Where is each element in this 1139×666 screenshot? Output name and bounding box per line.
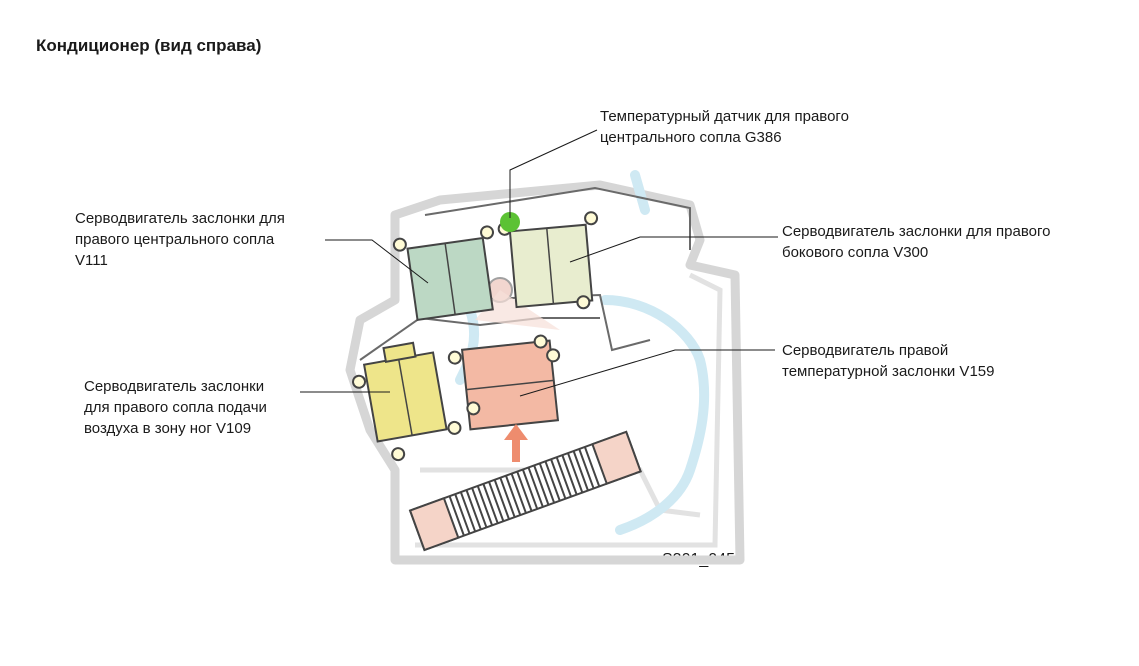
heat-exchanger <box>408 430 642 552</box>
servo-v300 <box>497 211 599 310</box>
servo-v159 <box>447 334 561 431</box>
label-servo-v111: Серводвигатель заслонки для правого цент… <box>75 210 285 269</box>
servo-v111 <box>392 225 495 322</box>
leader-v111 <box>325 239 429 284</box>
label-servo-v109: Серводвигатель заслонки для правого сопл… <box>84 378 267 437</box>
label-servo-v159: Серводвигатель правой температурной засл… <box>782 342 995 380</box>
servo-v109 <box>352 341 481 462</box>
label-sensor-g386: Температурный датчик для правого централ… <box>600 108 849 146</box>
airflow-arrow <box>504 424 528 462</box>
flap-sector <box>475 290 560 330</box>
sensor-g386 <box>500 212 520 232</box>
housing-outline <box>345 180 745 565</box>
leader-v300 <box>569 236 778 263</box>
leader-v159 <box>519 349 775 397</box>
leader-g386 <box>509 129 598 218</box>
label-servo-v300: Серводвигатель заслонки для правого боко… <box>782 223 1051 261</box>
page-title: Кондиционер (вид справа) <box>36 36 262 55</box>
servo-v300-body <box>508 223 594 309</box>
leader-lines <box>300 129 778 397</box>
